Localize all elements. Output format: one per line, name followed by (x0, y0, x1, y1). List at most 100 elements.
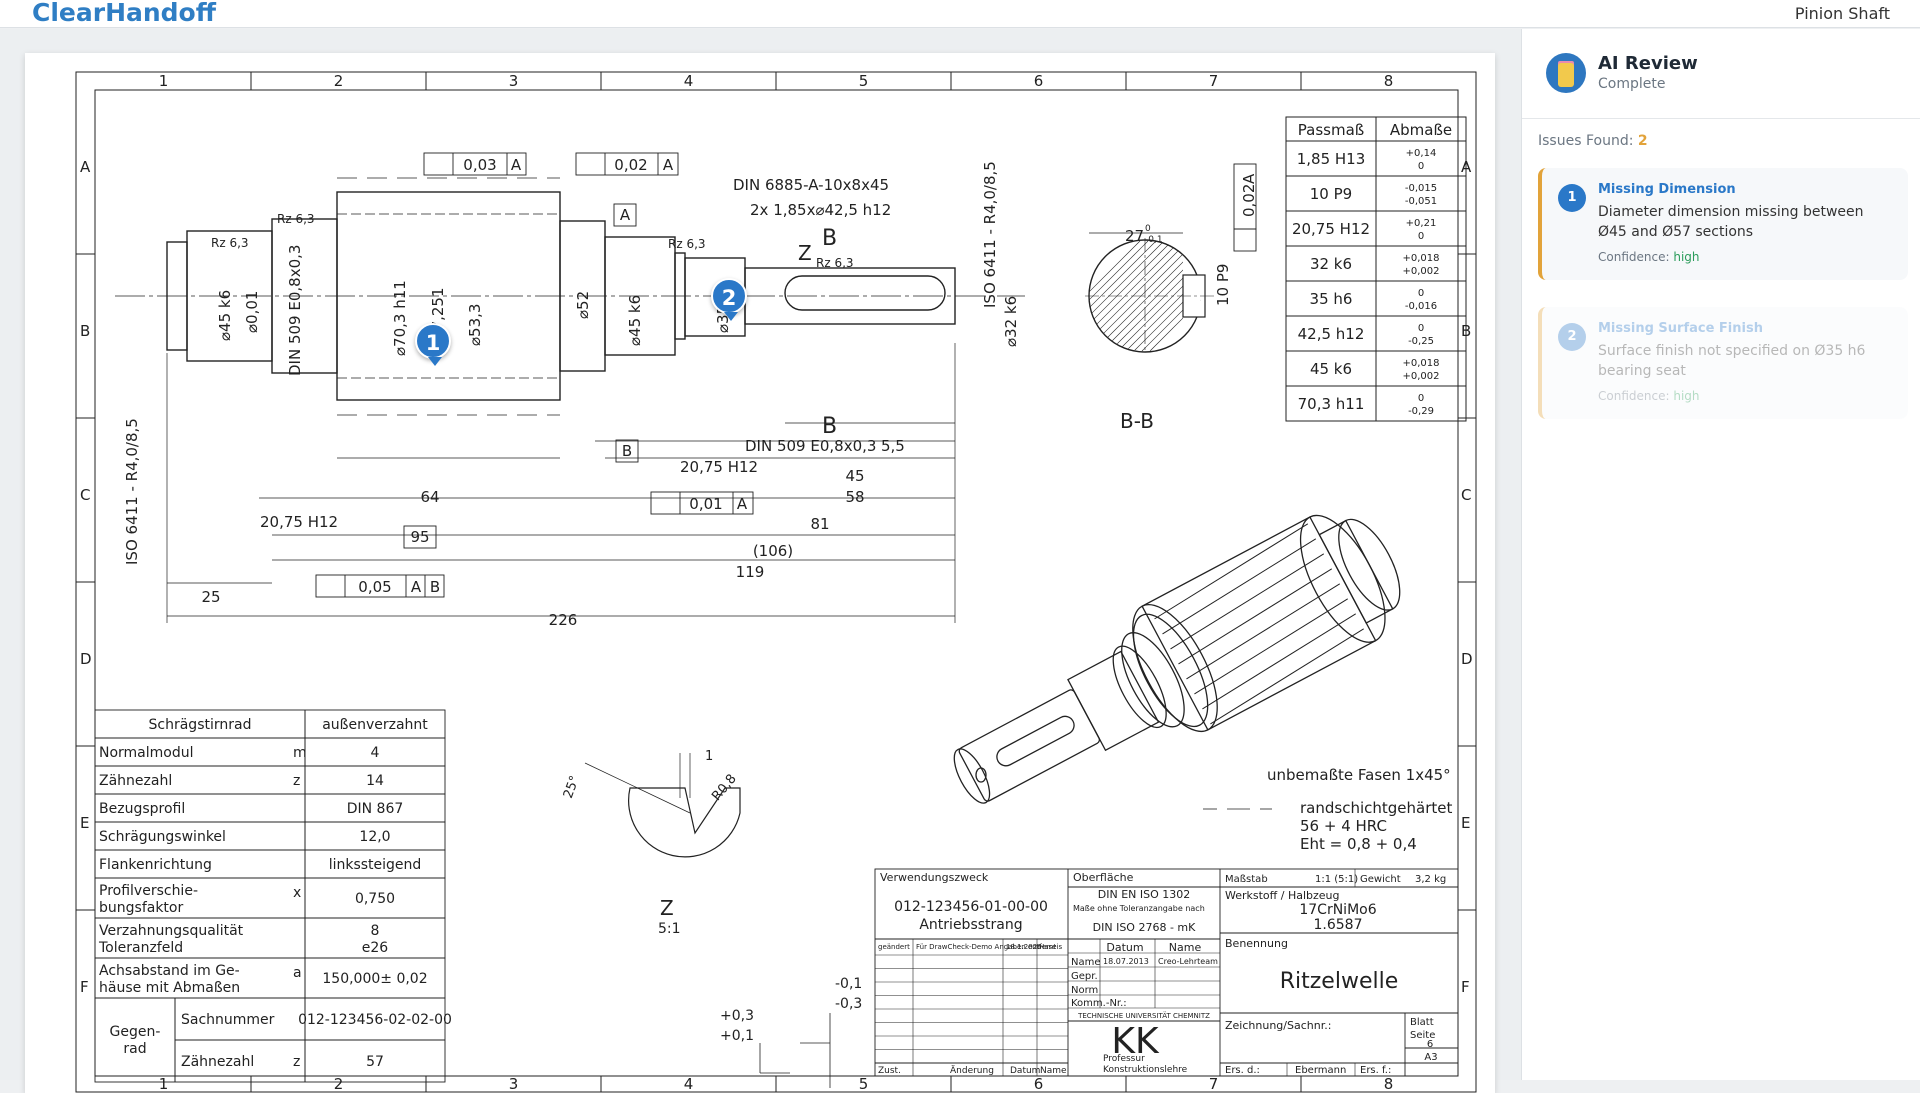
issue-marker-2[interactable]: 2 (711, 278, 747, 321)
dim-d52: ⌀52 (574, 291, 592, 319)
tolerance-note: Maße ohne Toleranzangabe nach (1073, 904, 1205, 913)
frame-col-label-bottom: 8 (1384, 1075, 1394, 1093)
chair-label-2: Konstruktionslehre (1103, 1065, 1188, 1075)
creator-name: Ebermann (1295, 1065, 1346, 1076)
brand-logo[interactable]: ClearHandoff (32, 0, 216, 27)
gear-row-label: Schrägungswinkel (99, 829, 226, 845)
tol-corner-d: -0,3 (835, 996, 862, 1012)
fit-row-lower: 0 (1418, 231, 1424, 242)
issue-description: Surface finish not specified on Ø35 h6 b… (1598, 343, 1866, 379)
fit-row-lower: -0,29 (1408, 406, 1434, 417)
dim-din509: DIN 509 E0,8x0,3 (286, 245, 304, 376)
detail-mark-z: Z (798, 241, 812, 265)
tol-datum-1: A (511, 156, 522, 174)
issue-marker-1[interactable]: 1 (415, 323, 451, 366)
dim-106: (106) (753, 542, 793, 560)
gear-row-value: DIN 867 (347, 801, 404, 817)
panel-title: AI Review (1598, 53, 1698, 74)
dim-din6885: DIN 6885-A-10x8x45 (733, 176, 889, 194)
drawing-title: Ritzelwelle (1280, 969, 1399, 994)
dim-45: 45 (845, 467, 864, 485)
confidence-label: Confidence: (1598, 389, 1670, 403)
rz-1: Rz 6,3 (211, 236, 249, 250)
frame-col-label-bottom: 5 (859, 1075, 869, 1093)
frame-col-label-top: 4 (684, 72, 694, 90)
dim-64: 64 (420, 488, 439, 506)
fit-row-fit: 20,75 H12 (1292, 220, 1370, 238)
material-label: Werkstoff / Halbzeug (1225, 889, 1340, 902)
sheet-label: Blatt (1410, 1017, 1434, 1028)
scale-label: Maßstab (1225, 874, 1268, 885)
ai-review-panel: AI Review Complete Issues Found: 2 1 Mis… (1521, 29, 1920, 1080)
frame-row-label-left: C (80, 486, 90, 504)
tolerance-standard: DIN ISO 2768 - mK (1093, 921, 1196, 934)
fit-row-upper: +0,21 (1406, 218, 1437, 229)
dim-d45-right: ⌀45 k6 (626, 295, 644, 346)
dim-din509b: DIN 509 E0,8x0,3 (745, 437, 876, 455)
gear-row-value: 4 (371, 745, 380, 761)
confidence-label: Confidence: (1598, 250, 1670, 264)
fit-row-lower: -0,25 (1408, 336, 1434, 347)
change-name: Haseis (1039, 943, 1062, 951)
iso-note-right: ISO 6411 - R4,0/8,5 (981, 161, 999, 308)
issue-card-2[interactable]: 2 Missing Surface Finish Surface finish … (1538, 307, 1908, 419)
rz-2: Rz 6,3 (277, 212, 315, 226)
frame-col-label-top: 2 (334, 72, 344, 90)
surface-standard: DIN EN ISO 1302 (1098, 888, 1191, 901)
gear-row-label: Normalmodul (99, 745, 194, 761)
gear-row-label2: Toleranzfeld (98, 940, 183, 956)
frame-row-label-right: E (1461, 814, 1470, 832)
gear-row-value2: e26 (362, 940, 389, 956)
name-row-date: 18.07.2013 (1103, 957, 1149, 966)
dim-d0-01: ⌀0,01 (243, 291, 261, 333)
gear-row-value: 0,750 (355, 891, 395, 907)
chair-label: Professur (1103, 1054, 1145, 1064)
confidence-value: high (1673, 250, 1700, 264)
fit-row-lower: -0,051 (1405, 196, 1437, 207)
ai-avatar-icon (1546, 53, 1586, 93)
gear-row-label: Verzahnungsqualität (99, 923, 244, 939)
counter-row-value: 012-123456-02-02-00 (298, 1012, 452, 1028)
fit-row-upper: 0 (1418, 323, 1424, 334)
issues-count-value: 2 (1637, 133, 1648, 149)
dim-d45-left: ⌀45 k6 (216, 290, 234, 341)
name-row-value: Creo-Lehrteam (1158, 957, 1218, 966)
issue-title: Missing Dimension (1598, 182, 1736, 197)
panel-status: Complete (1598, 76, 1666, 92)
frame-row-label-left: F (80, 978, 89, 996)
detail-angle: 25° (561, 774, 583, 801)
commission-label: Komm.-Nr.: (1071, 998, 1127, 1009)
changed-label: geändert (878, 943, 910, 951)
issue-card-1[interactable]: 1 Missing Dimension Diameter dimension m… (1538, 168, 1908, 280)
state-label: Zust. (878, 1066, 901, 1076)
tol-value-1: 0,03 (463, 156, 496, 174)
usage-name: Antriebsstrang (919, 917, 1022, 933)
section-width-tol-up: 0 (1145, 224, 1151, 234)
section-view-bb (1085, 163, 1257, 353)
panel-header: AI Review Complete (1522, 29, 1920, 119)
fit-row-upper: +0,14 (1406, 148, 1437, 159)
fit-row-upper: +0,018 (1402, 358, 1439, 369)
scale-value: 1:1 (5:1) (1315, 874, 1358, 885)
counter-row-label: Zähnezahl (181, 1054, 254, 1070)
university-logo: KK (1111, 1021, 1160, 1062)
section-key: 10 P9 (1214, 264, 1232, 306)
section-label: B-B (1120, 409, 1154, 433)
iso-note-left: ISO 6411 - R4,0/8,5 (123, 418, 141, 565)
dim-20-75-left: 20,75 H12 (260, 513, 338, 531)
frame-row-label-right: C (1461, 486, 1471, 504)
gear-row-label: Achsabstand im Ge- (99, 963, 240, 979)
issue-title: Missing Surface Finish (1598, 321, 1763, 336)
fit-row-upper: 0 (1418, 288, 1424, 299)
dim-58: 58 (845, 488, 864, 506)
frame-col-label-bottom: 2 (334, 1075, 344, 1093)
issue-confidence: Confidence: high (1598, 250, 1700, 264)
dim-d53-3: ⌀53,3 (466, 304, 484, 346)
rz-4: Rz 6,3 (816, 256, 854, 270)
issues-label: Issues Found: (1538, 133, 1634, 149)
fit-row-fit: 42,5 h12 (1298, 325, 1365, 343)
date-column-label: Datum (1010, 1066, 1040, 1076)
